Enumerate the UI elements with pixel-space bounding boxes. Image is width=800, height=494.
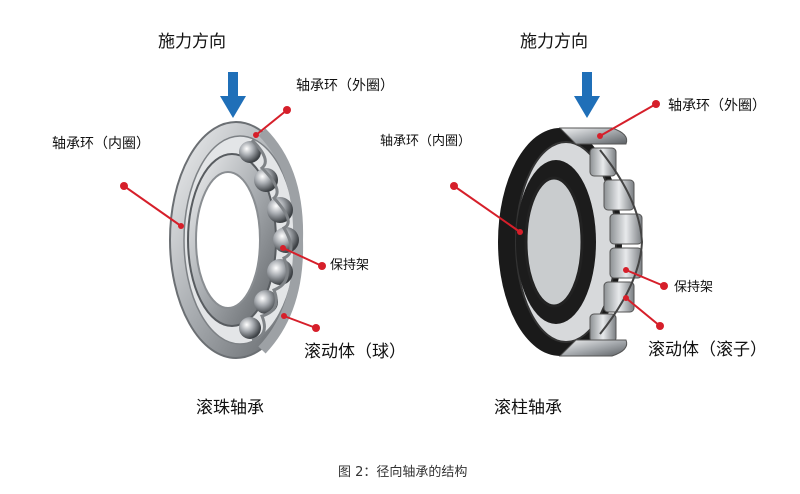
right-inner-ring-label: 轴承环（内圈） [380,134,472,149]
left-force-label: 施力方向 [158,32,226,52]
right-bearing-name: 滚柱轴承 [494,398,562,418]
right-outer-ring-label: 轴承环（外圈） [668,98,766,114]
left-cage [250,138,293,342]
ball-bearing-drawing [169,121,304,359]
right-cage-label: 保持架 [674,280,714,295]
left-force-arrow [220,72,246,118]
figure-caption: 图 2：径向轴承的结构 [338,465,468,480]
leader-lines [120,100,668,332]
right-cage [599,149,644,335]
roller-bearing-drawing [498,127,644,357]
left-rolling-element-label: 滚动体（球） [304,342,406,362]
right-force-label: 施力方向 [520,32,588,52]
right-rollers [589,147,643,343]
left-bearing-name: 滚珠轴承 [196,398,264,418]
left-outer-ring-label: 轴承环（外圈） [296,78,394,94]
right-force-arrow [574,72,600,118]
left-cage-label: 保持架 [330,258,370,273]
left-inner-ring-label: 轴承环（内圈） [52,136,150,152]
right-rolling-element-label: 滚动体（滚子） [648,340,767,360]
